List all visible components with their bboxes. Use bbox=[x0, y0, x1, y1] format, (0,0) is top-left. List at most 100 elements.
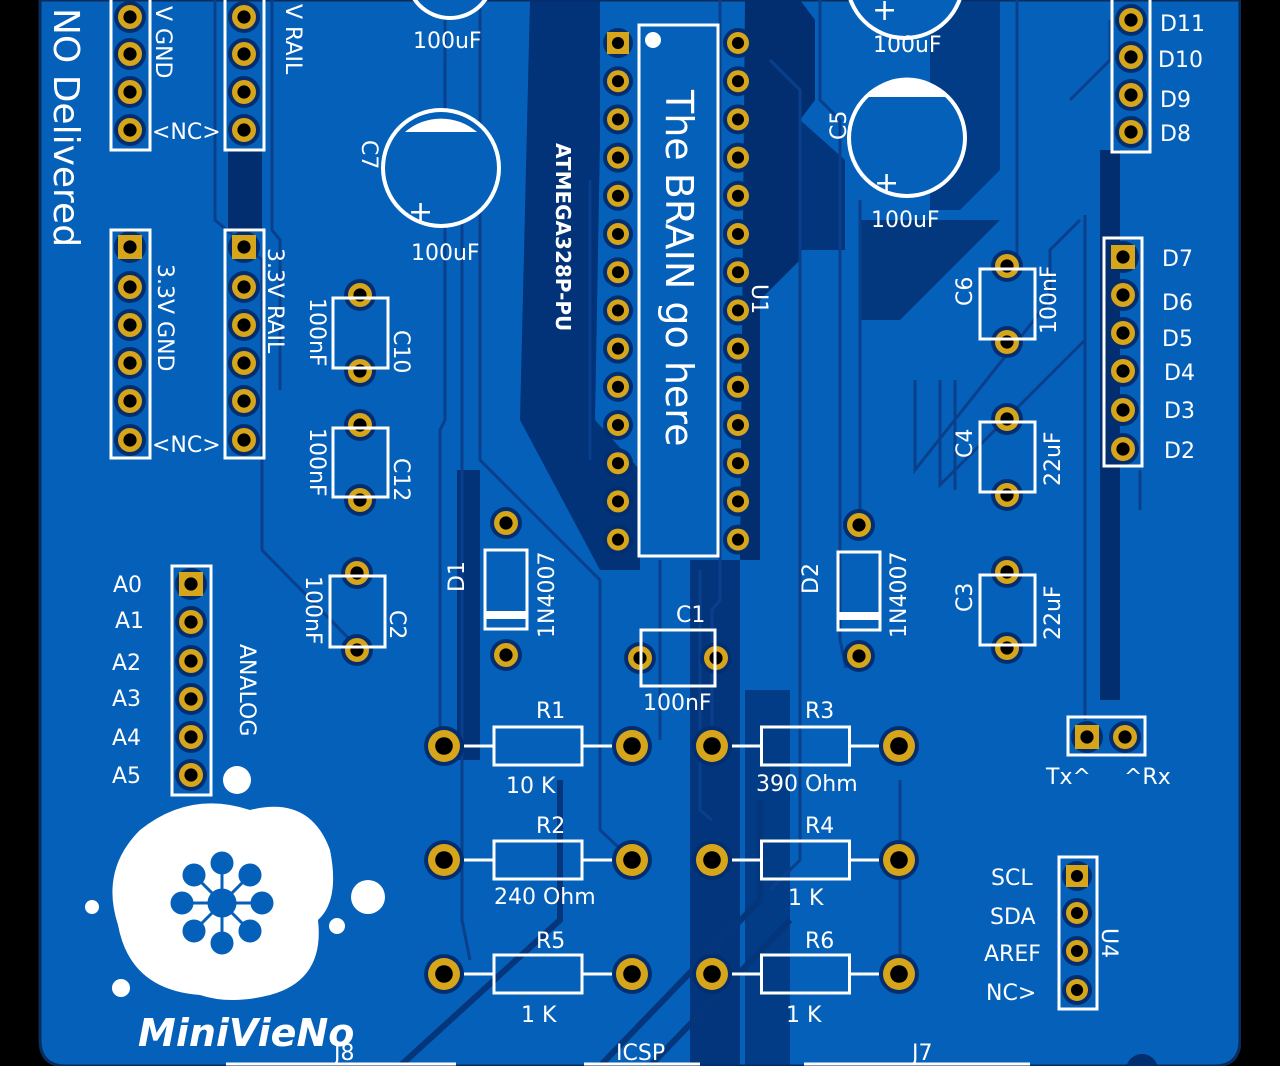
header-33-gnd-nc: <NC> bbox=[152, 433, 221, 458]
header-33-gnd-outline bbox=[109, 228, 152, 460]
pad-hole bbox=[890, 737, 908, 755]
c7-value: 100uF bbox=[411, 241, 480, 266]
polarity-plus-icon: + bbox=[408, 195, 433, 230]
header-u4-pin bbox=[1062, 936, 1092, 966]
pad-hole bbox=[611, 418, 625, 432]
header-33-rail-label: 3.3V RAIL bbox=[262, 248, 287, 354]
r1-value: 10 K bbox=[506, 774, 556, 799]
header-33-rail-pin bbox=[228, 385, 260, 417]
pad-hole bbox=[611, 495, 625, 508]
r6-ref: R6 bbox=[805, 929, 834, 954]
pad-hole bbox=[611, 75, 625, 88]
pad-hole bbox=[623, 737, 641, 755]
c12-value: 100nF bbox=[304, 428, 329, 497]
pad-hole bbox=[353, 364, 367, 378]
r5-pin bbox=[424, 954, 464, 994]
c1-ref: C1 bbox=[676, 603, 705, 628]
pad-hole bbox=[731, 151, 745, 164]
ic-pin bbox=[603, 333, 633, 364]
r5-pin bbox=[612, 954, 652, 994]
header-digital-low-pin bbox=[1107, 355, 1139, 387]
r4-pin bbox=[692, 840, 732, 880]
header-5v-rail-outline bbox=[223, 0, 266, 152]
c4-pin bbox=[991, 403, 1023, 435]
pad-hole bbox=[623, 965, 641, 983]
pad-hole bbox=[123, 394, 137, 408]
header-33-gnd-pin bbox=[114, 231, 146, 263]
pad-hole bbox=[1118, 730, 1132, 744]
pad-hole bbox=[184, 730, 198, 744]
u4-pin-label: SCL bbox=[991, 866, 1033, 891]
ic-pin bbox=[723, 333, 753, 364]
pad-hole bbox=[731, 457, 745, 470]
j8-label: J8 bbox=[332, 1041, 355, 1066]
pad-hole bbox=[123, 123, 137, 137]
u4-labels: SCL SDA AREF NC> U4 bbox=[984, 866, 1121, 1006]
pad-hole bbox=[350, 643, 364, 657]
header-33-rail-pin bbox=[228, 347, 260, 379]
digital-pin-label: D7 bbox=[1162, 247, 1193, 272]
pad-hole bbox=[611, 151, 625, 164]
digital-labels: D11 D10 D9 D8 D7 D6 D5 D4 D3 D2 bbox=[1158, 12, 1205, 464]
c12-outline bbox=[331, 426, 390, 499]
polarity-plus-icon: + bbox=[872, 0, 897, 28]
pad-hole bbox=[237, 240, 251, 254]
c6-ref: C6 bbox=[953, 277, 978, 306]
ic-pin bbox=[603, 371, 633, 402]
u4-pin-label: SDA bbox=[990, 905, 1036, 930]
pad-hole bbox=[731, 227, 745, 241]
header-5v-gnd-pin bbox=[114, 76, 146, 108]
minivieno-logo: MiniVieNo bbox=[85, 766, 385, 1055]
tx-label: Tx^ bbox=[1045, 765, 1091, 790]
r5-value: 1 K bbox=[521, 1003, 557, 1028]
pad-hole bbox=[184, 692, 198, 706]
pad-hole bbox=[123, 318, 137, 332]
pad-hole bbox=[1116, 288, 1130, 302]
header-33-gnd-pin bbox=[114, 347, 146, 379]
pad-hole bbox=[890, 965, 908, 983]
polarity-plus-icon: + bbox=[874, 166, 899, 201]
r3-pin bbox=[879, 726, 919, 766]
header-33-rail-pin bbox=[228, 231, 260, 263]
header-digital-low-pin bbox=[1107, 433, 1139, 465]
header-33-rail-pin bbox=[228, 309, 260, 341]
pad-hole bbox=[1000, 641, 1014, 655]
ic-pin bbox=[603, 142, 633, 173]
ic-pin bbox=[603, 486, 633, 517]
r1-ref: R1 bbox=[536, 699, 565, 724]
pad-hole bbox=[1116, 364, 1130, 378]
ic-pin bbox=[723, 66, 753, 97]
c6-pin bbox=[991, 250, 1023, 282]
ic-pin bbox=[723, 448, 753, 479]
c7-inner bbox=[385, 112, 497, 224]
j7-label: J7 bbox=[910, 1041, 933, 1066]
pad-hole bbox=[611, 304, 625, 317]
u4-pin-label: AREF bbox=[984, 942, 1041, 967]
ic-pin bbox=[723, 371, 753, 402]
mounting-hole bbox=[1126, 1054, 1158, 1066]
logo-text: MiniVieNo bbox=[138, 1011, 354, 1055]
ic-pin bbox=[603, 410, 633, 440]
cap-top-left-value: 100uF bbox=[413, 29, 482, 54]
header-33-gnd-pin bbox=[114, 271, 146, 303]
c10-pin bbox=[344, 279, 376, 311]
r2-pin bbox=[612, 840, 652, 880]
analog-header-label: ANALOG bbox=[234, 644, 259, 736]
pad-hole bbox=[611, 533, 625, 546]
ic-pin bbox=[723, 410, 753, 440]
header-33-gnd-pin bbox=[114, 424, 146, 456]
pad-hole bbox=[499, 648, 513, 662]
r2-value: 240 Ohm bbox=[494, 885, 596, 910]
r2-pin bbox=[424, 840, 464, 880]
ic-part-number: ATMEGA328P-PU bbox=[551, 143, 575, 331]
tx-pin bbox=[1071, 721, 1103, 753]
d2-body bbox=[836, 550, 882, 632]
pad-hole bbox=[611, 266, 625, 279]
ic-pin bbox=[723, 524, 753, 555]
icsp-label: ICSP bbox=[616, 1041, 665, 1066]
analog-pin-label: A5 bbox=[112, 764, 141, 789]
c6-pin bbox=[991, 326, 1023, 358]
c4-outline bbox=[978, 420, 1037, 494]
pad-hole bbox=[123, 280, 137, 294]
r6-value: 1 K bbox=[786, 1003, 822, 1028]
